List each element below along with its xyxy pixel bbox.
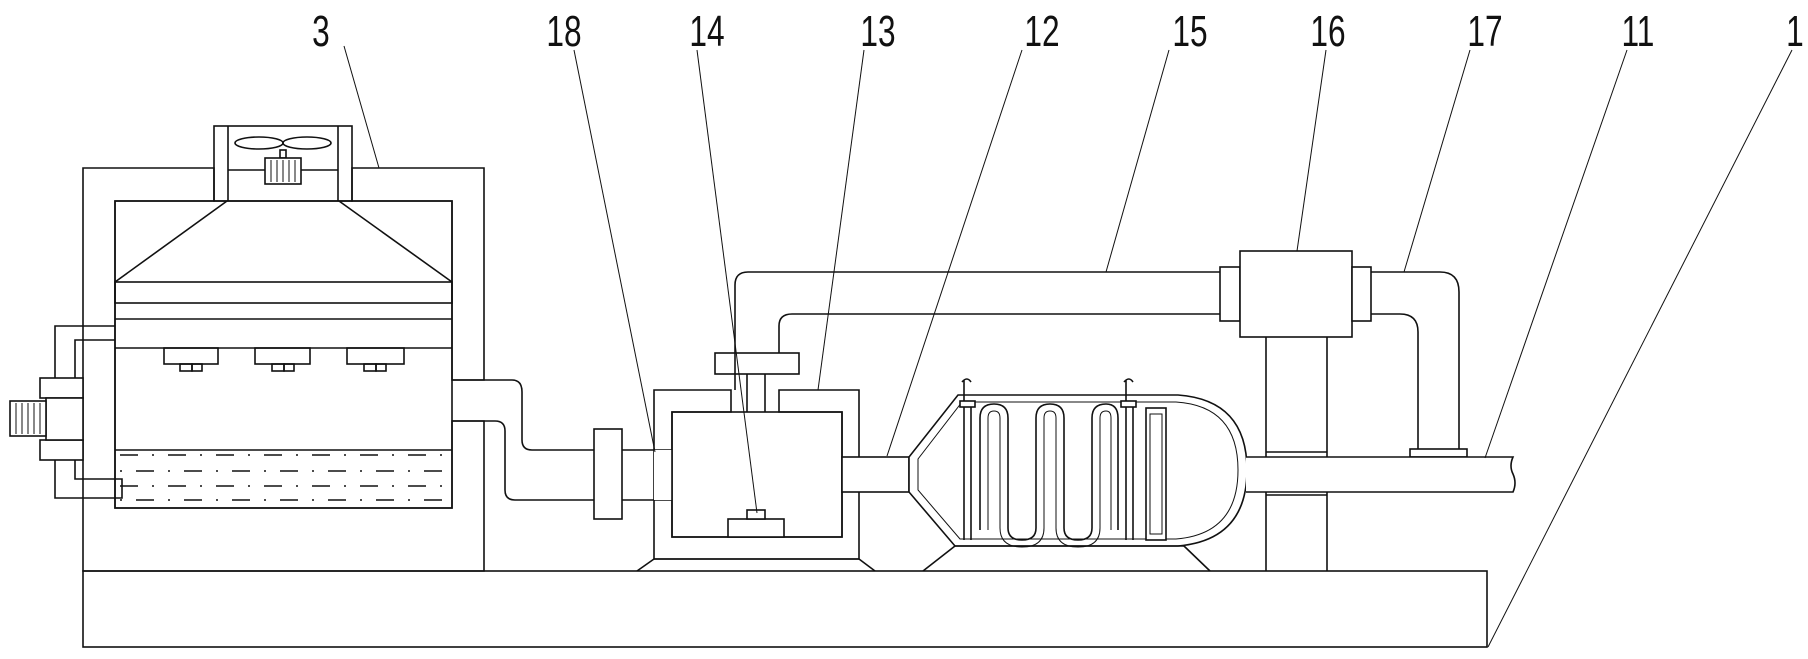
label-3: 3 [312, 7, 330, 56]
spray-tower-housing [83, 168, 484, 571]
pipe-flange [594, 429, 622, 519]
hook-icon [962, 379, 971, 395]
label-1: 1 [1786, 7, 1804, 56]
pipe-12 [842, 457, 909, 492]
label-18: 18 [546, 7, 581, 56]
return-pipe-17 [1371, 272, 1467, 457]
label-14: 14 [689, 7, 724, 56]
pump-housing-13 [637, 353, 875, 571]
valve-plate [715, 353, 799, 374]
hook-icon [1124, 379, 1133, 395]
label-16: 16 [1310, 7, 1345, 56]
connecting-pipe-18 [452, 380, 672, 519]
water-reservoir [115, 450, 452, 500]
honeycomb-filter-layer [115, 282, 452, 303]
label-11: 11 [1622, 7, 1655, 56]
label-12: 12 [1024, 7, 1059, 56]
fan-blade-icon [235, 137, 283, 149]
circulation-pump [10, 326, 122, 498]
base-platform [83, 571, 1487, 647]
leader-lines [344, 46, 1792, 647]
label-15: 15 [1172, 7, 1207, 56]
sensor-14 [728, 519, 784, 537]
exhaust-fan [214, 126, 352, 201]
valve-16 [1220, 251, 1371, 571]
label-13: 13 [860, 7, 895, 56]
condenser-separator [909, 379, 1247, 571]
spray-nozzles [164, 348, 404, 371]
bypass-pipe-15 [735, 272, 1220, 390]
part-labels: 3 18 14 13 12 15 16 17 11 1 [312, 7, 1804, 56]
label-17: 17 [1467, 7, 1502, 56]
outlet-pipe-11 [1246, 457, 1515, 492]
